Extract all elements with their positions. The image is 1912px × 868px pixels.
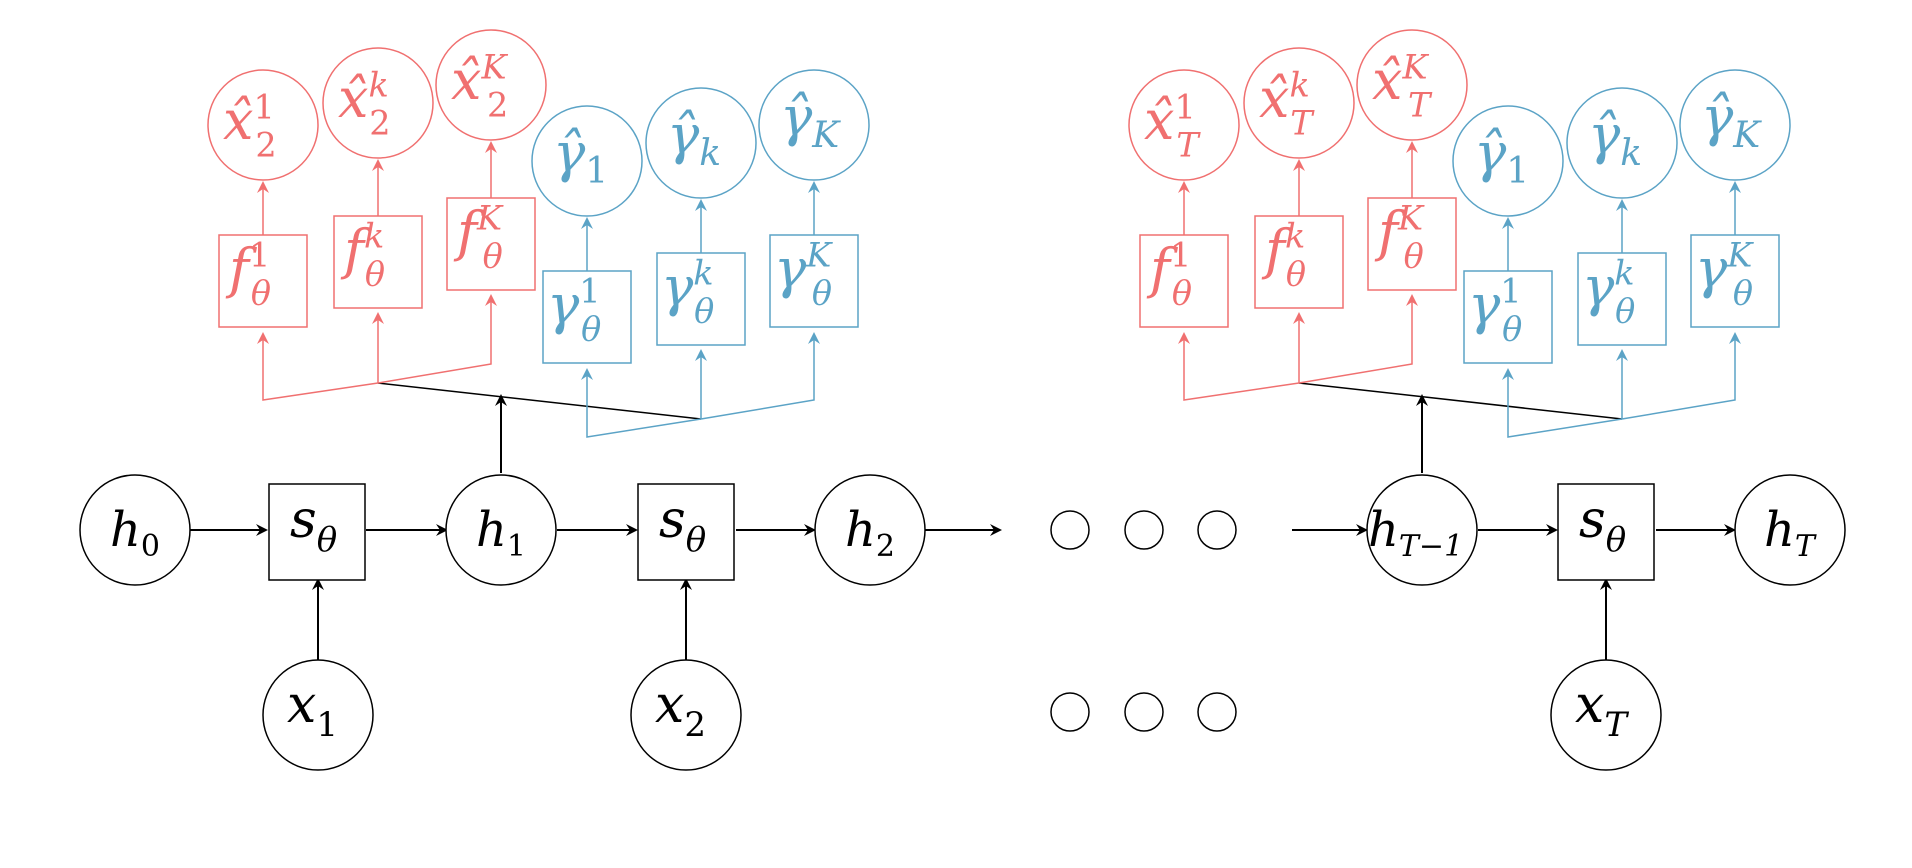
gamma-hat-label: γ̂1 bbox=[1474, 121, 1529, 192]
gamma-box bbox=[1577, 252, 1667, 346]
label-xT: xT bbox=[1575, 675, 1629, 745]
gamma-box bbox=[1690, 234, 1780, 328]
trunk-line bbox=[377, 382, 702, 420]
ellipsis-dot bbox=[1124, 692, 1164, 732]
node-h0 bbox=[79, 474, 191, 586]
node-h2 bbox=[814, 474, 926, 586]
label-s-1: sθ bbox=[290, 490, 337, 560]
ellipsis-dot bbox=[1050, 692, 1090, 732]
node-h1 bbox=[445, 474, 557, 586]
label-h2: h2 bbox=[845, 502, 895, 564]
node-s-T bbox=[1557, 483, 1655, 581]
label-x1: x1 bbox=[287, 675, 338, 745]
node-hT1 bbox=[1366, 474, 1478, 586]
xhat-node bbox=[1128, 69, 1240, 181]
label-hT: hT bbox=[1764, 502, 1817, 564]
chain-labels: h0 sθ h1 sθ h2 hT−1 sθ hT x1 x2 xT bbox=[110, 490, 1817, 745]
gamma-hat-node bbox=[1566, 87, 1678, 199]
chain-nodes bbox=[79, 474, 1846, 771]
gamma-connectors bbox=[581, 332, 820, 438]
gamma-box bbox=[542, 270, 632, 364]
ellipsis-dot bbox=[1197, 510, 1237, 550]
label-h1: h1 bbox=[476, 502, 526, 564]
node-x1 bbox=[262, 659, 374, 771]
gamma-hat-node bbox=[645, 87, 757, 199]
label-s-T: sθ bbox=[1579, 490, 1626, 560]
chain-edges bbox=[190, 394, 1736, 660]
xhat-node bbox=[207, 69, 319, 181]
node-hT bbox=[1734, 474, 1846, 586]
label-hT1: hT−1 bbox=[1368, 502, 1463, 564]
f-box bbox=[1139, 234, 1229, 328]
f-box bbox=[1254, 215, 1344, 309]
gamma-hat-node bbox=[758, 69, 870, 181]
xhat-node bbox=[322, 47, 434, 159]
gamma-hat-node bbox=[1679, 69, 1791, 181]
label-x2: x2 bbox=[655, 675, 706, 745]
ellipsis-dot bbox=[1197, 692, 1237, 732]
gamma-box bbox=[656, 252, 746, 346]
f-box bbox=[218, 234, 308, 328]
f-box bbox=[446, 197, 536, 291]
xhat-node bbox=[435, 29, 547, 141]
gamma-hat-label: γ̂k bbox=[667, 103, 721, 174]
gamma-connectors bbox=[1502, 332, 1741, 438]
gamma-hat-label: γ̂K bbox=[780, 85, 841, 156]
node-xT bbox=[1550, 659, 1662, 771]
gamma-hat-node bbox=[531, 105, 643, 217]
gamma-box bbox=[769, 234, 859, 328]
ellipsis-dot bbox=[1124, 510, 1164, 550]
gamma-hat-node bbox=[1452, 105, 1564, 217]
ellipsis-dots bbox=[1050, 510, 1237, 732]
xhat-node bbox=[1356, 29, 1468, 141]
label-h0: h0 bbox=[110, 502, 160, 564]
f-box bbox=[333, 215, 423, 309]
node-s-1 bbox=[268, 483, 366, 581]
gamma-hat-label: γ̂k bbox=[1588, 103, 1642, 174]
xhat-node bbox=[1243, 47, 1355, 159]
f-connectors bbox=[257, 294, 497, 401]
f-connectors bbox=[1178, 294, 1418, 401]
ellipsis-dot bbox=[1050, 510, 1090, 550]
label-s-2: sθ bbox=[659, 490, 706, 560]
gamma-hat-label: γ̂K bbox=[1701, 85, 1762, 156]
gamma-hat-label: γ̂1 bbox=[553, 121, 608, 192]
f-box bbox=[1367, 197, 1457, 291]
node-s-2 bbox=[637, 483, 735, 581]
node-x2 bbox=[630, 659, 742, 771]
trunk-line bbox=[1298, 382, 1623, 420]
